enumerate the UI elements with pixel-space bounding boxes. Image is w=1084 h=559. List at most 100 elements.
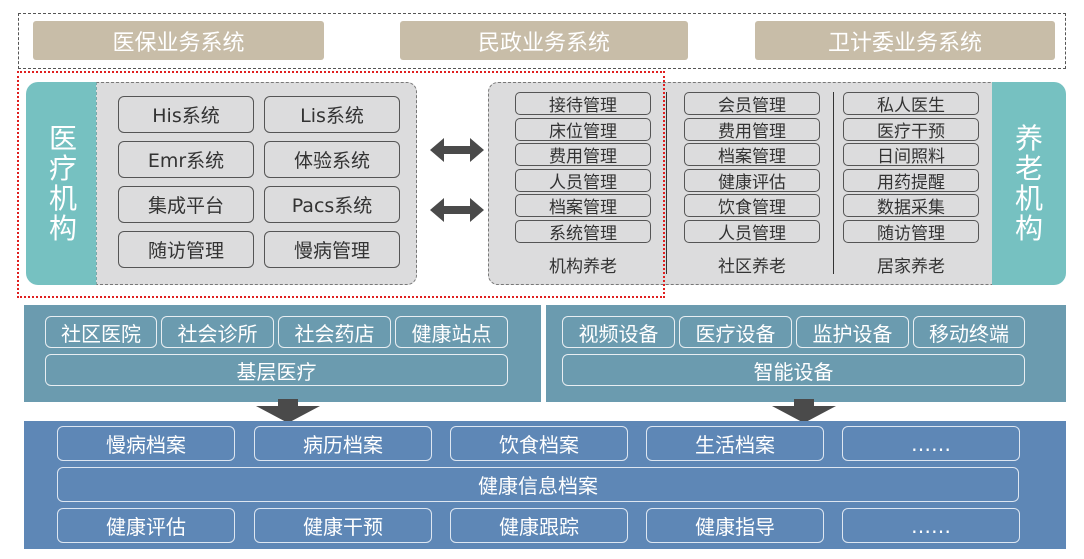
community-care-item[interactable]: 人员管理	[684, 220, 820, 244]
civil-affairs-system[interactable]: 民政业务系统	[400, 21, 688, 60]
item-label: 社会诊所	[177, 321, 258, 346]
emr-system[interactable]: Emr系统	[118, 141, 254, 178]
item-label: Emr系统	[147, 150, 225, 172]
item-label: 病历档案	[303, 433, 383, 457]
item-label: 系统管理	[549, 224, 617, 244]
community-care-item[interactable]: 饮食管理	[684, 194, 820, 219]
integration-platform[interactable]: 集成平台	[118, 186, 254, 223]
item-label: 用药提醒	[877, 172, 945, 193]
business-systems-frame	[18, 13, 1066, 69]
community-care-item[interactable]: 会员管理	[684, 92, 820, 116]
title-char: 机	[48, 181, 77, 215]
record-type-item[interactable]: 饮食档案	[450, 426, 628, 461]
item-label: 私人医生	[877, 96, 945, 116]
item-label: 健康信息档案	[478, 474, 598, 498]
down-arrow-icon	[256, 399, 320, 423]
chronic-disease-management[interactable]: 慢病管理	[264, 231, 400, 268]
health-service-item[interactable]: 健康指导	[646, 508, 824, 543]
health-station[interactable]: 健康站点	[395, 316, 508, 348]
home-care-item[interactable]: 随访管理	[843, 220, 979, 244]
his-system[interactable]: His系统	[118, 96, 254, 133]
home-care-item[interactable]: 数据采集	[843, 194, 979, 219]
home-care-item[interactable]: 日间照料	[843, 143, 979, 167]
title-char: 机	[1014, 181, 1043, 215]
item-label: 随访管理	[877, 224, 945, 244]
item-label: 监护设备	[812, 321, 893, 346]
item-label: 饮食管理	[718, 198, 786, 219]
community-hospital[interactable]: 社区医院	[45, 316, 157, 348]
record-type-item[interactable]: 生活档案	[646, 426, 824, 461]
health-records-panel	[24, 421, 1066, 549]
institutional-care-item[interactable]: 人员管理	[515, 168, 651, 193]
title-char: 老	[1014, 151, 1043, 185]
item-label: Pacs系统	[291, 195, 373, 217]
item-label: 移动终端	[929, 321, 1009, 346]
monitoring-device[interactable]: 监护设备	[796, 316, 909, 348]
title-char: 构	[48, 211, 77, 245]
institutional-care-item[interactable]: 费用管理	[515, 143, 651, 168]
item-label: 基层医疗	[236, 359, 317, 384]
health-service-item[interactable]: 健康干预	[254, 508, 432, 543]
item-label: 慢病档案	[106, 433, 186, 457]
health-service-item[interactable]: 健康跟踪	[450, 508, 628, 543]
community-care-label: 社区养老	[718, 256, 786, 277]
institutional-care-item[interactable]: 档案管理	[515, 194, 651, 219]
home-care-label: 居家养老	[877, 256, 945, 277]
follow-up-management[interactable]: 随访管理	[118, 231, 254, 268]
item-label: 人员管理	[549, 172, 617, 193]
home-care-item[interactable]: 私人医生	[843, 92, 979, 116]
home-care-item[interactable]: 医疗干预	[843, 117, 979, 142]
social-pharmacy[interactable]: 社会药店	[278, 316, 391, 348]
institutional-care-item[interactable]: 系统管理	[515, 220, 651, 244]
item-label: 医疗设备	[695, 321, 776, 346]
social-clinic[interactable]: 社会诊所	[161, 316, 274, 348]
item-label: 人员管理	[718, 224, 786, 244]
community-care-item[interactable]: 档案管理	[684, 143, 820, 168]
item-label: 智能设备	[753, 359, 834, 384]
item-label: 体验系统	[293, 150, 370, 172]
video-device[interactable]: 视频设备	[562, 316, 675, 348]
medical-institution-title: 医 疗 机 构	[26, 82, 100, 285]
item-label: 集成平台	[147, 195, 224, 217]
title-char: 构	[1014, 211, 1043, 245]
record-type-item[interactable]: 慢病档案	[57, 426, 235, 461]
item-label: 费用管理	[718, 121, 786, 142]
item-label: 健康跟踪	[499, 515, 579, 539]
smart-devices-label[interactable]: 智能设备	[562, 354, 1025, 386]
elder-care-institution-title: 养 老 机 构	[992, 82, 1066, 285]
primary-care-label[interactable]: 基层医疗	[45, 354, 508, 386]
record-type-item[interactable]: ……	[842, 426, 1020, 461]
record-type-item[interactable]: 病历档案	[254, 426, 432, 461]
community-care-item[interactable]: 费用管理	[684, 117, 820, 142]
item-label: 费用管理	[549, 147, 617, 168]
medical-device[interactable]: 医疗设备	[679, 316, 792, 348]
title-char: 疗	[48, 151, 77, 185]
item-label: 数据采集	[877, 198, 945, 219]
institutional-care-item[interactable]: 床位管理	[515, 117, 651, 142]
item-label: 社会药店	[294, 321, 375, 346]
pacs-system[interactable]: Pacs系统	[264, 186, 400, 223]
down-arrow-icon	[772, 399, 836, 423]
item-label: ……	[911, 431, 951, 456]
item-label: 健康指导	[695, 515, 775, 539]
health-service-item[interactable]: ……	[842, 508, 1020, 543]
medical-insurance-system[interactable]: 医保业务系统	[33, 21, 324, 60]
item-label: His系统	[152, 105, 220, 127]
item-label: 健康干预	[303, 515, 383, 539]
physical-exam-system[interactable]: 体验系统	[264, 141, 400, 178]
health-commission-system[interactable]: 卫计委业务系统	[755, 21, 1055, 60]
item-label: 社区医院	[61, 321, 141, 346]
item-label: 档案管理	[718, 147, 786, 168]
mobile-terminal[interactable]: 移动终端	[913, 316, 1025, 348]
community-care-item[interactable]: 健康评估	[684, 168, 820, 193]
home-care-item[interactable]: 用药提醒	[843, 168, 979, 193]
item-label: 档案管理	[549, 198, 617, 219]
double-arrow-icon	[430, 138, 484, 162]
institutional-care-item[interactable]: 接待管理	[515, 92, 651, 116]
item-label: 床位管理	[549, 121, 617, 142]
item-label: 慢病管理	[293, 240, 370, 262]
lis-system[interactable]: Lis系统	[264, 96, 400, 133]
health-information-records[interactable]: 健康信息档案	[57, 467, 1019, 502]
health-service-item[interactable]: 健康评估	[57, 508, 235, 543]
column-divider	[666, 92, 667, 274]
